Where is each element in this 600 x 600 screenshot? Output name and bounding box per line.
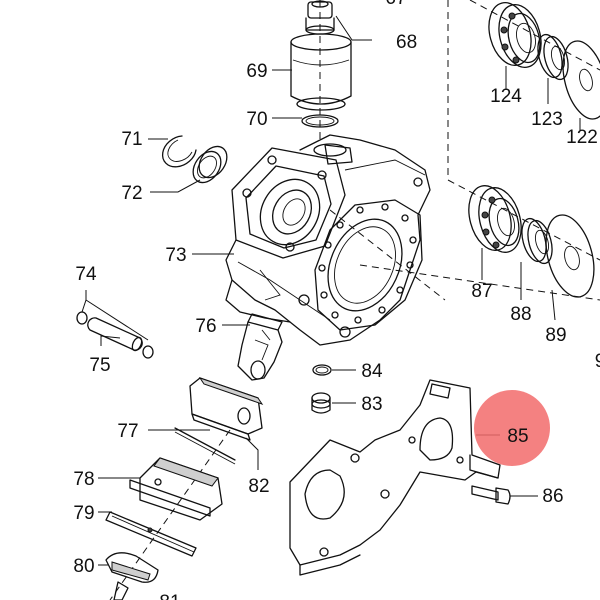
- callout-83: 83: [361, 394, 382, 415]
- part-123-washer: [537, 33, 569, 81]
- part-77-block: [189, 377, 264, 441]
- callout-81: 81: [159, 592, 180, 600]
- callout-72: 72: [121, 183, 142, 204]
- callout-74: 74: [75, 264, 97, 285]
- highlight-circle-85: [474, 390, 550, 466]
- callout-86: 86: [542, 486, 563, 507]
- part-68-fitting: [305, 0, 335, 35]
- callout-79: 79: [73, 503, 94, 524]
- callout-77: 77: [117, 421, 138, 442]
- callout-69: 69: [246, 61, 267, 82]
- callout-76: 76: [195, 316, 216, 337]
- part-75-pin: [87, 317, 143, 352]
- callout-80: 80: [73, 556, 94, 577]
- part-89-disc: [545, 214, 595, 298]
- part-73-housing: [225, 134, 431, 346]
- part-70-oring: [301, 114, 339, 128]
- part-76-lever: [237, 313, 283, 381]
- part-122-disc: [562, 40, 600, 120]
- part-88-washer: [521, 217, 553, 265]
- part-78-plate: [129, 457, 223, 521]
- part-82-rod: [174, 427, 236, 461]
- callout-9-partial: 9: [595, 351, 600, 372]
- callout-87: 87: [471, 281, 492, 302]
- part-83-plug: [311, 392, 331, 414]
- part-72-seal: [192, 145, 228, 184]
- part-79-strip: [105, 511, 197, 557]
- callout-70: 70: [246, 109, 267, 130]
- part-80-cap: [105, 552, 159, 583]
- part-85-bracket: [289, 379, 501, 576]
- callout-71: 71: [121, 129, 142, 150]
- part-69-cylinder: [290, 33, 352, 111]
- callout-67: 67: [385, 0, 406, 9]
- callout-82: 82: [248, 476, 269, 497]
- part-124-bearing: [488, 2, 542, 68]
- part-87-bearing: [468, 185, 522, 253]
- callout-68: 68: [396, 32, 417, 53]
- part-71-circlip: [161, 135, 197, 168]
- part-81-screw: [113, 581, 129, 600]
- callout-88: 88: [510, 304, 531, 325]
- callout-85: 85: [507, 426, 528, 447]
- callout-73: 73: [165, 245, 186, 266]
- centerlines: [109, 0, 600, 600]
- callout-89: 89: [545, 325, 566, 346]
- callout-78: 78: [73, 469, 94, 490]
- leader-lines: [81, 15, 581, 566]
- callout-122: 122: [566, 127, 598, 148]
- callout-84: 84: [361, 361, 383, 382]
- part-84-oring: [312, 364, 332, 376]
- callout-75: 75: [89, 355, 110, 376]
- callout-123: 123: [531, 109, 563, 130]
- callout-labels: 67 68 69 70 71 72 73 74 75 76 77 78 79 8…: [73, 0, 600, 600]
- callout-124: 124: [490, 86, 522, 107]
- part-86-bolt: [471, 485, 511, 505]
